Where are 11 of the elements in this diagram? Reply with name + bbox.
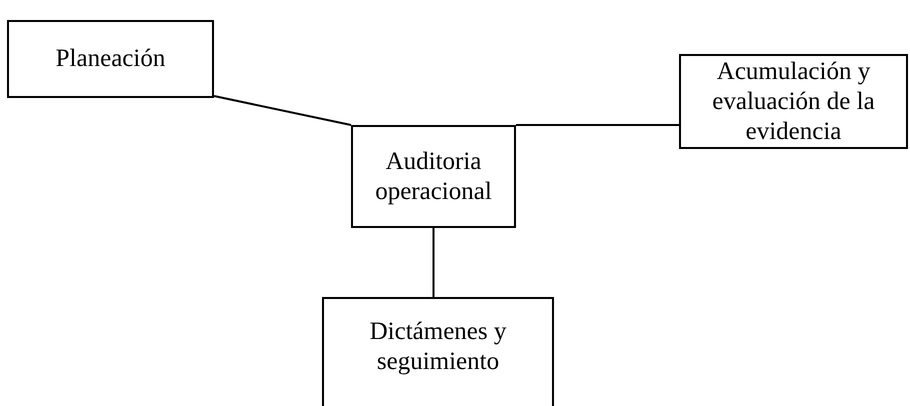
connector-line <box>516 124 679 126</box>
box-label: Acumulación y evaluación de la evidencia <box>711 56 876 146</box>
process-box <box>322 297 554 406</box>
box-label: Dictámenes y seguimiento <box>368 317 508 377</box>
box-label: Planeación <box>56 44 166 74</box>
process-box <box>351 125 516 228</box>
connector-line <box>432 228 434 297</box>
process-box <box>7 20 214 98</box>
box-label: Auditoria operacional <box>374 146 493 206</box>
connector-line <box>214 95 352 126</box>
process-box <box>679 54 908 149</box>
